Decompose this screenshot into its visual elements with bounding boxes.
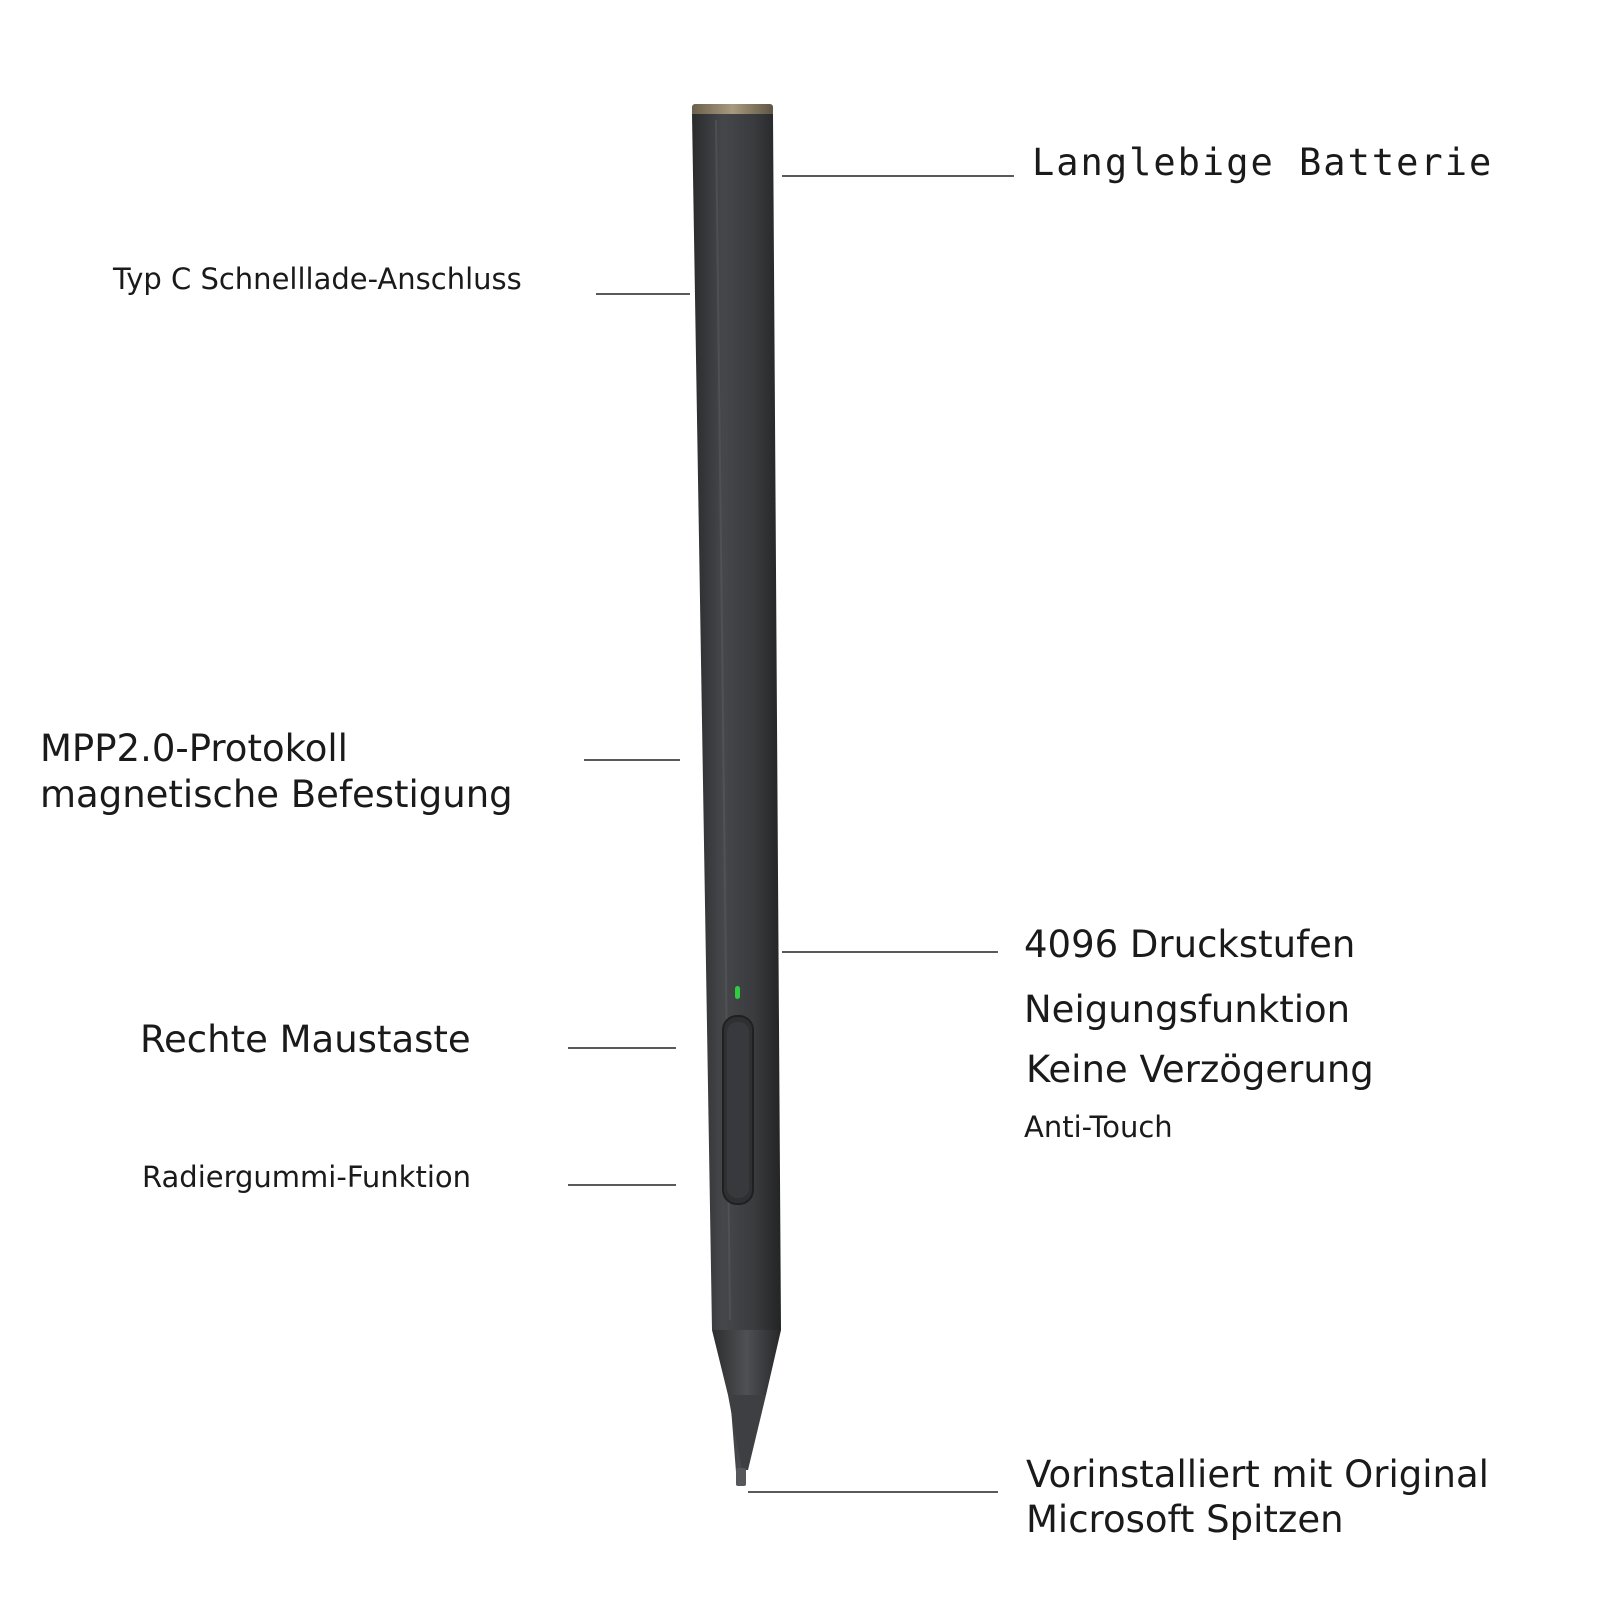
anti-touch-label: Anti-Touch xyxy=(1024,1110,1173,1144)
mpp-leader-line xyxy=(584,759,680,761)
preinstalled-tips-label: Vorinstalliert mit Original Microsoft Sp… xyxy=(1026,1452,1489,1542)
mpp-protocol-line1: MPP2.0-Protokoll xyxy=(40,727,348,770)
no-latency-label: Keine Verzögerung xyxy=(1026,1048,1374,1091)
pen-body xyxy=(692,114,781,1330)
tips-leader-line xyxy=(748,1491,998,1493)
pen-cap xyxy=(692,104,773,116)
mpp-protocol-line2: magnetische Befestigung xyxy=(40,773,513,816)
typec-leader-line xyxy=(596,293,690,295)
eraser-function-label: Radiergummi-Funktion xyxy=(142,1160,472,1194)
battery-label: Langlebige Batterie xyxy=(1032,141,1494,184)
pressure-leader-line xyxy=(782,951,998,953)
battery-leader-line xyxy=(782,175,1014,177)
eraser-leader-line xyxy=(568,1184,676,1186)
side-button-inner xyxy=(727,1022,749,1198)
preinstalled-tips-line1: Vorinstalliert mit Original xyxy=(1026,1453,1489,1496)
pen-nib xyxy=(736,1468,746,1486)
pen-cone xyxy=(728,1395,766,1470)
right-click-leader-line xyxy=(568,1047,676,1049)
tilt-function-label: Neigungsfunktion xyxy=(1024,988,1351,1031)
typec-port-label: Typ C Schnelllade-Anschluss xyxy=(113,262,522,296)
mpp-protocol-label: MPP2.0-Protokoll magnetische Befestigung xyxy=(40,726,513,818)
pressure-levels-label: 4096 Druckstufen xyxy=(1024,923,1356,966)
preinstalled-tips-line2: Microsoft Spitzen xyxy=(1026,1498,1344,1541)
led-indicator-icon xyxy=(735,986,740,999)
right-click-label: Rechte Maustaste xyxy=(140,1018,471,1061)
